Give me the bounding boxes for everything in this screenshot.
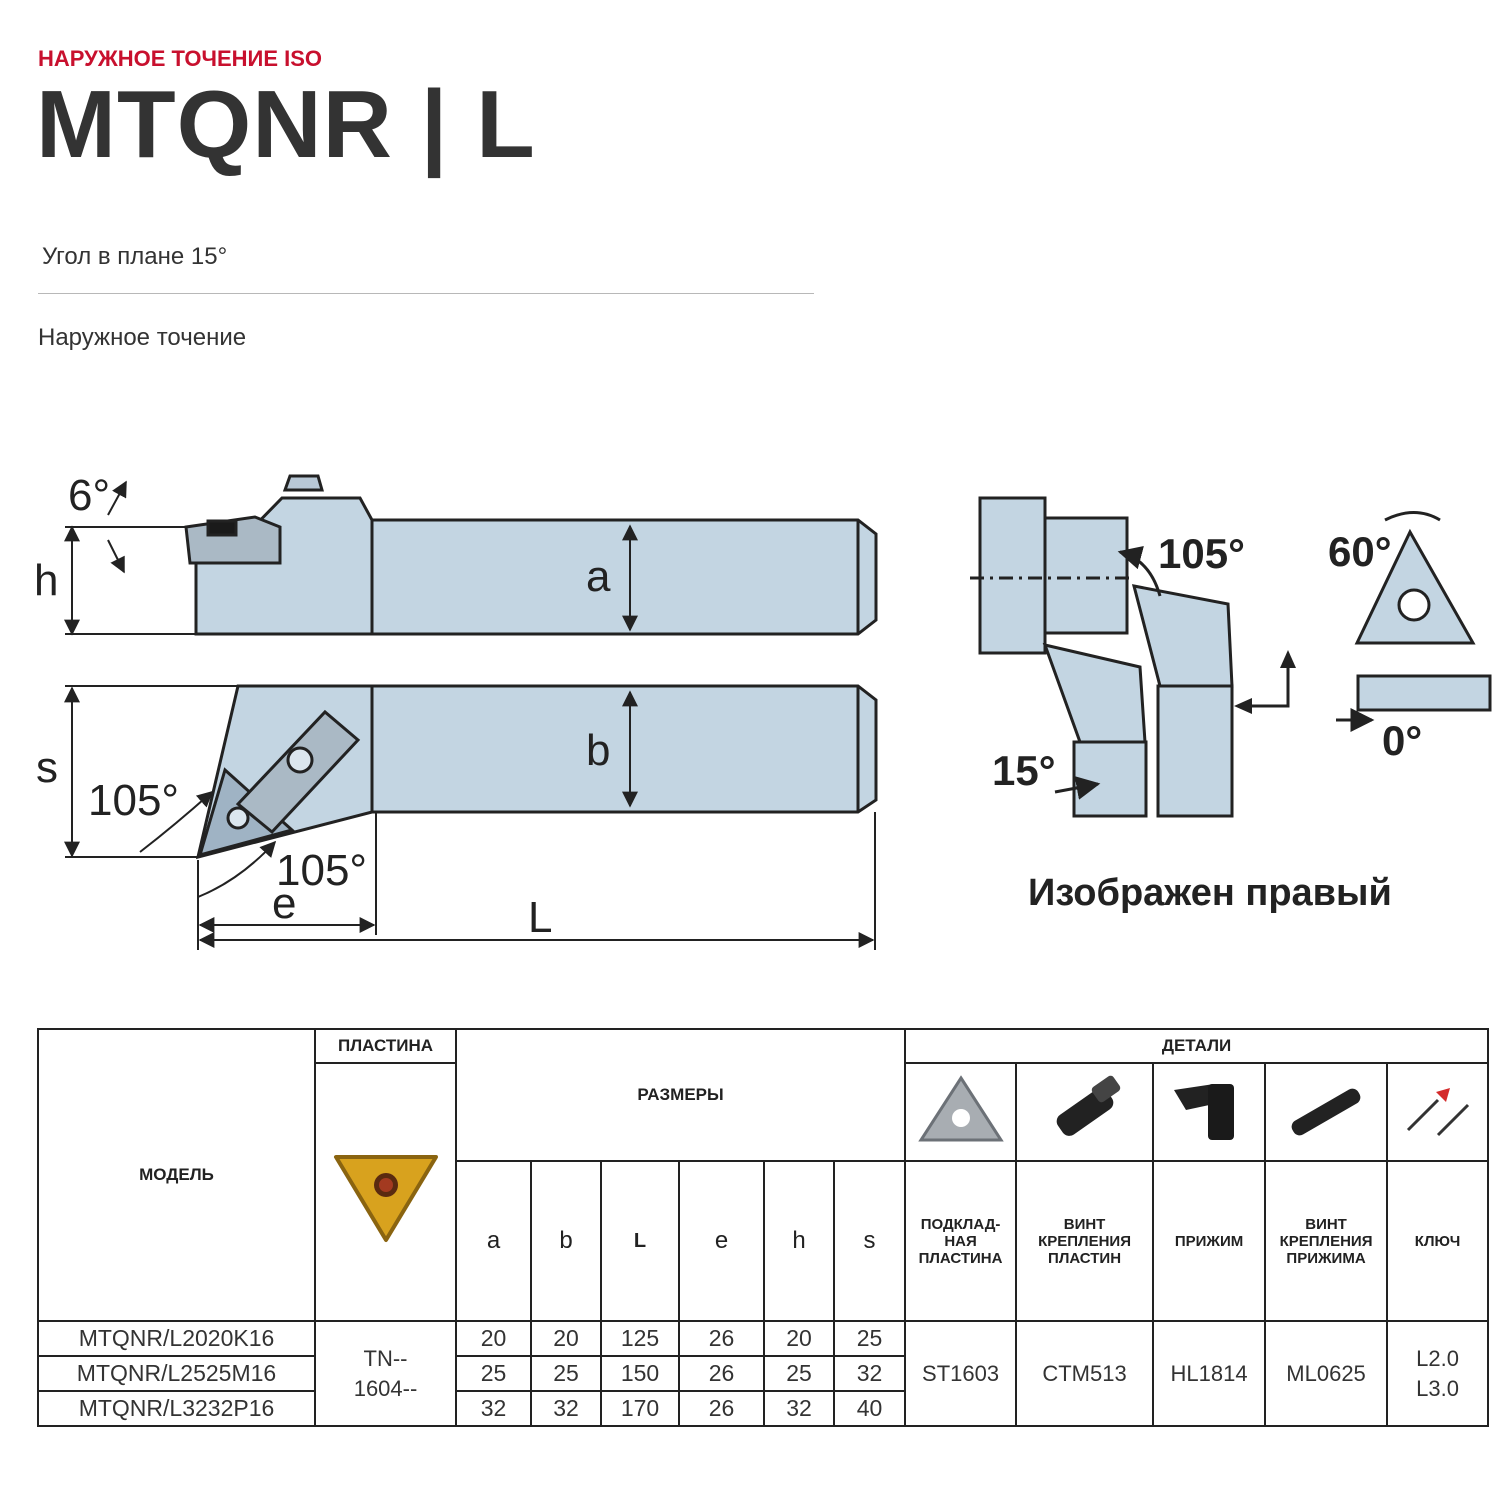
- dim-e-cell: 26: [678, 1320, 765, 1357]
- header-dim-L: L: [600, 1160, 680, 1322]
- dim-b-cell: 32: [530, 1390, 602, 1427]
- clamp-screw-cell: ML0625: [1264, 1320, 1389, 1427]
- dim-s-cell: 25: [832, 1320, 907, 1357]
- application-label: Наружное точение: [38, 324, 247, 351]
- page-title: MTQNR | L: [36, 71, 536, 178]
- dim-a-cell: 20: [455, 1320, 532, 1357]
- divider: [38, 293, 814, 294]
- header-insert-screw: ВИНТ КРЕПЛЕНИЯ ПЛАСТИН: [1015, 1160, 1155, 1322]
- dim-a-cell: 25: [455, 1355, 532, 1392]
- top-view: [195, 684, 878, 860]
- dim-a-cell: 32: [455, 1390, 532, 1427]
- label-b: b: [586, 726, 610, 775]
- spec-table: МОДЕЛЬ ПЛАСТИНА РАЗМЕРЫ ДЕТАЛИ: [37, 1028, 1490, 1427]
- shim-cell: ST1603: [904, 1320, 1018, 1427]
- dim-e-cell: 26: [678, 1390, 765, 1427]
- category-label: НАРУЖНОЕ ТОЧЕНИЕ ISO: [38, 46, 323, 71]
- schematic-view: [978, 496, 1492, 818]
- insert-code-line2: 1604--: [353, 1375, 418, 1401]
- label-105-right: 105°: [1158, 530, 1245, 577]
- model-cell: MTQNR/L3232P16: [37, 1390, 316, 1427]
- insert-screw-image-cell: [1015, 1062, 1155, 1162]
- key-image-cell: [1386, 1062, 1490, 1162]
- approach-angle: Угол в плане 15°: [42, 243, 228, 270]
- dim-e-cell: 26: [678, 1355, 765, 1392]
- clamp-screw-image: [1291, 1088, 1361, 1135]
- dim-L-cell: 170: [600, 1390, 680, 1427]
- header-dim-s: s: [832, 1160, 907, 1322]
- header-shim: ПОДКЛАД-НАЯ ПЛАСТИНА: [904, 1160, 1018, 1322]
- header-dim-b: b: [530, 1160, 602, 1322]
- tool-drawing: 6° h a b s 105° 105° e L 105° 60° 15° 0°: [34, 471, 1492, 950]
- header-dim-h: h: [763, 1160, 835, 1322]
- header-clamp-screw: ВИНТ КРЕПЛЕНИЯ ПРИЖИМА: [1264, 1160, 1389, 1322]
- label-e: e: [272, 879, 296, 928]
- table-row: MTQNR/L3232P16 32 32 170 26 32 40: [37, 1390, 1488, 1427]
- clamp-screw-image-cell: [1264, 1062, 1389, 1162]
- insert-screw-image: [1056, 1075, 1120, 1136]
- side-view: [184, 474, 878, 636]
- insert-screw-cell: CTM513: [1015, 1320, 1155, 1427]
- dim-h-cell: 32: [763, 1390, 835, 1427]
- drawing-caption: Изображен правый: [1028, 872, 1392, 914]
- model-cell: MTQNR/L2525M16: [37, 1355, 316, 1392]
- header-dimensions: РАЗМЕРЫ: [454, 1028, 907, 1162]
- dim-b-cell: 25: [530, 1355, 602, 1392]
- label-105-left: 105°: [88, 776, 179, 825]
- dim-L-cell: 125: [600, 1320, 680, 1357]
- label-15-angle: 15°: [992, 747, 1056, 794]
- dim-s-cell: 40: [832, 1390, 907, 1427]
- label-60-angle: 60°: [1328, 528, 1392, 575]
- shim-image-cell: [904, 1062, 1018, 1162]
- label-h: h: [34, 556, 58, 605]
- label-a: a: [586, 552, 611, 601]
- insert-image: [333, 1154, 438, 1242]
- model-cell: MTQNR/L2020K16: [37, 1320, 316, 1357]
- dim-b-cell: 20: [530, 1320, 602, 1357]
- key-line1: L2.0: [1416, 1345, 1459, 1371]
- dim-L-cell: 150: [600, 1355, 680, 1392]
- label-105-bottom: 105°: [276, 846, 367, 895]
- header-key: КЛЮЧ: [1386, 1160, 1490, 1322]
- clamp-image-cell: [1152, 1062, 1267, 1162]
- table-row: MTQNR/L2020K16 TN-- 1604-- 20 20 125 26 …: [37, 1320, 1490, 1427]
- header-clamp: ПРИЖИМ: [1152, 1160, 1267, 1322]
- header-parts: ДЕТАЛИ: [904, 1028, 1490, 1064]
- label-L: L: [528, 893, 552, 942]
- header-dim-a: a: [455, 1160, 532, 1322]
- key-line2: L3.0: [1416, 1375, 1459, 1401]
- insert-code-line1: TN--: [363, 1345, 408, 1371]
- table-row: MTQNR/L2525M16 25 25 150 26 25 32: [37, 1355, 1488, 1392]
- header-dim-e: e: [678, 1160, 765, 1322]
- key-cell: L2.0 L3.0: [1386, 1320, 1490, 1427]
- insert-image-cell: [314, 1062, 457, 1322]
- header-model: МОДЕЛЬ: [37, 1028, 316, 1322]
- insert-code-cell: TN-- 1604--: [314, 1320, 457, 1427]
- header-insert: ПЛАСТИНА: [314, 1028, 457, 1064]
- shim-image: [917, 1074, 1004, 1141]
- key-image: [1406, 1087, 1469, 1136]
- label-6-angle: 6°: [68, 471, 110, 520]
- label-0-angle: 0°: [1382, 717, 1422, 764]
- dim-h-cell: 25: [763, 1355, 835, 1392]
- dim-h-cell: 20: [763, 1320, 835, 1357]
- dim-s-cell: 32: [832, 1355, 907, 1392]
- clamp-cell: HL1814: [1152, 1320, 1267, 1427]
- label-s: s: [36, 743, 58, 792]
- clamp-image: [1174, 1083, 1235, 1140]
